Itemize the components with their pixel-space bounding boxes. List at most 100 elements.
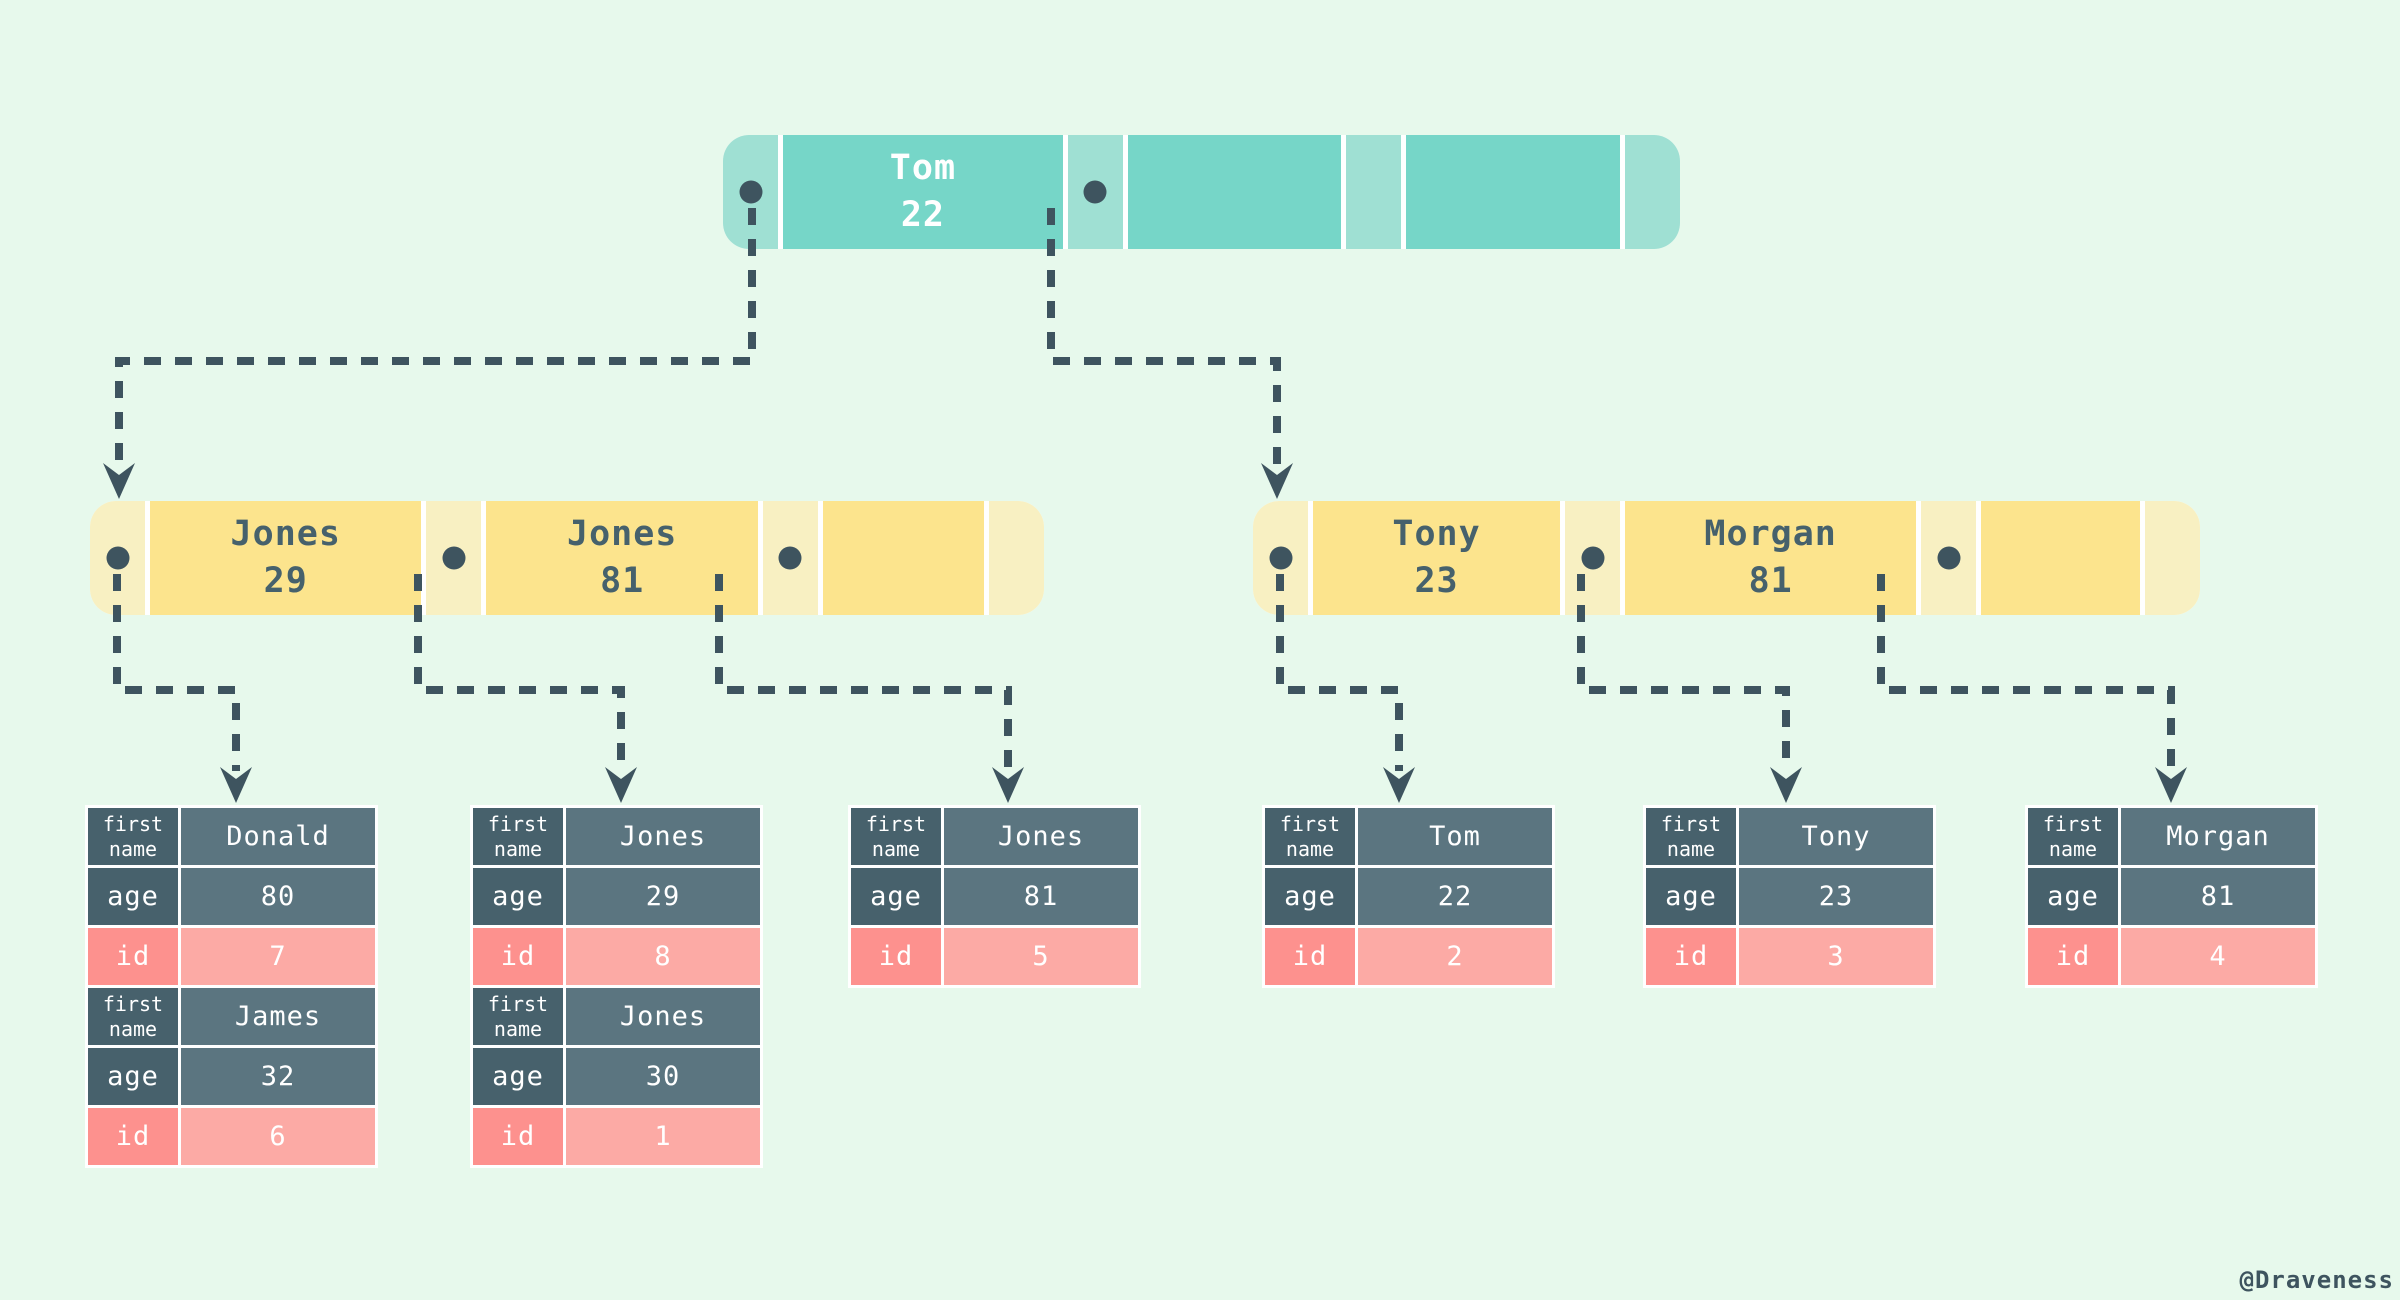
key-name: Jones [567,513,678,554]
record-label-cell-first_name: first name [88,808,178,865]
record-label-cell-id: id [473,1108,563,1165]
record-value-cell-first_name: Tony [1739,808,1933,865]
record-label-cell-first_name: first name [1265,808,1355,865]
connector-path [115,208,756,467]
record-value-cell-age: 81 [2121,868,2315,925]
arrowhead-icon [992,767,1024,803]
record-value-cell-first_name: Tom [1358,808,1552,865]
record-value-cell-age: 80 [181,868,375,925]
record-value-cell-id: 1 [566,1108,760,1165]
arrowhead-icon [103,463,135,499]
record-label-cell-id: id [88,1108,178,1165]
record-value-cell-age: 22 [1358,868,1552,925]
record-value-cell-first_name: Donald [181,808,375,865]
record-label-cell-age: age [851,868,941,925]
pointer-slot [1346,135,1402,249]
key-age: 81 [600,561,645,601]
record-value-cell-first_name: James [181,988,375,1045]
pointer-slot [989,501,1044,615]
pointer-dot [739,180,762,204]
record-value-cell-id: 8 [566,928,760,985]
pointer-dot [1937,546,1961,570]
pointer-slot [1565,501,1621,615]
btree-node-leaf-left: Jones 29 Jones 81 [90,501,1044,615]
record-label-cell-age: age [473,1048,563,1105]
record-label-cell-first_name: first name [2028,808,2118,865]
key-cell: Jones 81 [486,501,758,615]
key-cell: Tony 23 [1313,501,1561,615]
arrowhead-icon [1261,463,1293,499]
record-value-cell-first_name: Jones [566,808,760,865]
arrowhead-icon [1770,767,1802,803]
record-label-cell-id: id [851,928,941,985]
record-value-cell-id: 3 [1739,928,1933,985]
record-value-cell-age: 30 [566,1048,760,1105]
record-value-cell-age: 32 [181,1048,375,1105]
record-label-cell-age: age [88,868,178,925]
watermark: @Draveness [2239,1266,2394,1294]
key-cell [1406,135,1620,249]
record-label-cell-age: age [1646,868,1736,925]
record-label-cell-age: age [88,1048,178,1105]
arrowhead-icon [1383,767,1415,803]
record-value-cell-age: 81 [944,868,1138,925]
record-value-cell-id: 6 [181,1108,375,1165]
pointer-slot [426,501,482,615]
record-label-cell-id: id [2028,928,2118,985]
key-age: 22 [900,195,945,235]
pointer-dot [778,546,802,570]
key-name: Jones [230,513,341,554]
record-label-cell-first_name: first name [851,808,941,865]
record-value-cell-id: 4 [2121,928,2315,985]
pointer-slot [1625,135,1680,249]
record-value-cell-first_name: Morgan [2121,808,2315,865]
record-value-cell-age: 29 [566,868,760,925]
key-name: Tony [1392,513,1481,554]
arrowhead-icon [220,767,252,803]
pointer-dot [106,546,129,570]
record-label-cell-age: age [473,868,563,925]
pointer-dot [442,546,466,570]
record-value-cell-id: 5 [944,928,1138,985]
record-label-cell-first_name: first name [1646,808,1736,865]
arrowhead-icon [605,767,637,803]
record-label-cell-age: age [1265,868,1355,925]
pointer-slot [1253,501,1308,615]
record-label-cell-first_name: first name [88,988,178,1045]
record-label-cell-id: id [473,928,563,985]
pointer-slot [762,501,818,615]
record-value-cell-id: 2 [1358,928,1552,985]
pointer-slot [723,135,778,249]
key-age: 23 [1414,561,1459,601]
key-cell: Jones 29 [150,501,422,615]
key-cell [822,501,984,615]
pointer-dot [1269,546,1292,570]
pointer-slot [90,501,145,615]
arrowhead-icon [2155,767,2187,803]
record-label-cell-id: id [1646,928,1736,985]
pointer-dot [1581,546,1605,570]
pointer-dot [1083,180,1107,204]
record-value-cell-age: 23 [1739,868,1933,925]
record-value-cell-first_name: Jones [944,808,1138,865]
record-label-cell-first_name: first name [473,988,563,1045]
record-value-cell-first_name: Jones [566,988,760,1045]
key-age: 81 [1748,561,1793,601]
record-label-cell-id: id [1265,928,1355,985]
key-age: 29 [263,561,308,601]
record-label-cell-first_name: first name [473,808,563,865]
pointer-slot [1067,135,1123,249]
record-label-cell-id: id [88,928,178,985]
record-label-cell-age: age [2028,868,2118,925]
